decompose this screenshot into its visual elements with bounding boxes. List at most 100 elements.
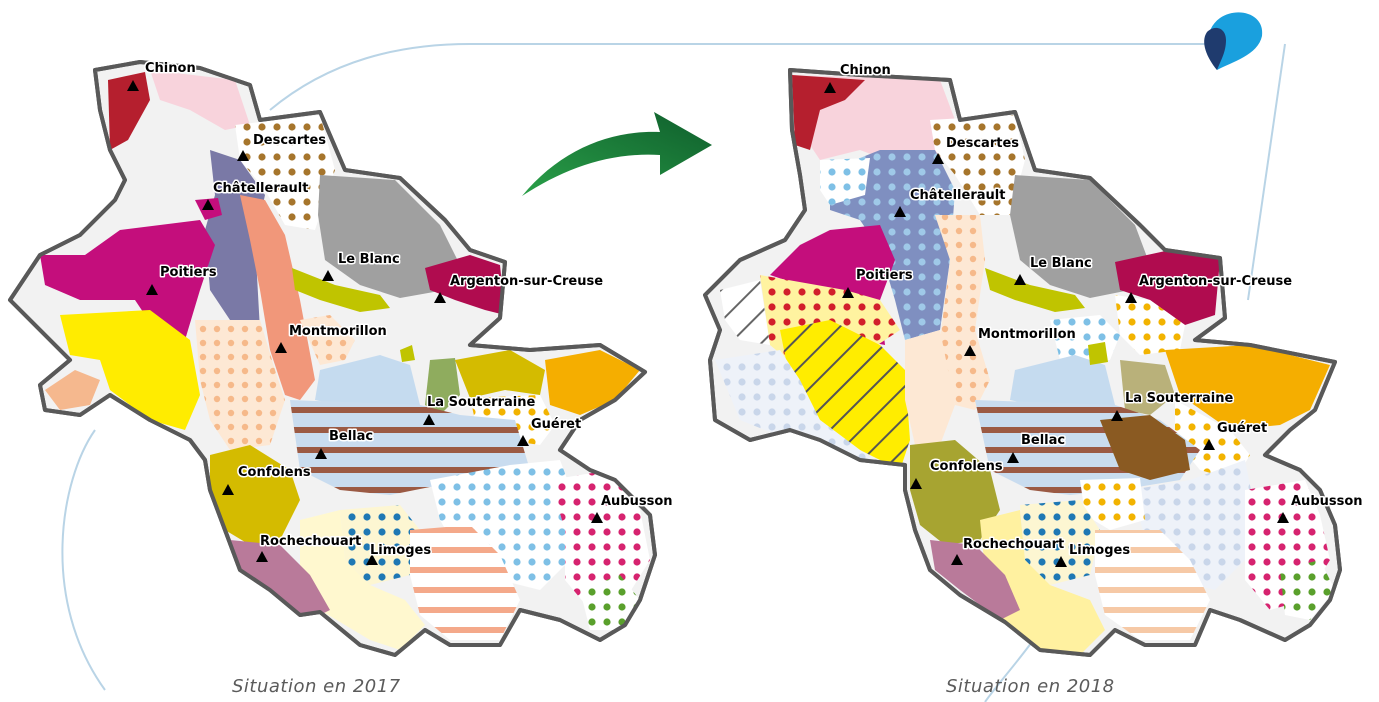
map-2018-city-label-bellac: Bellac	[1021, 433, 1065, 448]
map-2017-city-marker-poitiers	[146, 284, 158, 295]
zone	[1115, 250, 1220, 325]
zone	[318, 175, 460, 298]
zone	[830, 150, 955, 340]
zone	[792, 75, 865, 150]
zone	[40, 220, 215, 345]
map-2017-city-marker-le-blanc	[322, 270, 334, 281]
zone	[400, 345, 415, 362]
map-2017-city-marker-confolens	[222, 484, 234, 495]
zone	[205, 150, 265, 330]
map-2018-city-label-chatellerault: Châtellerault	[910, 188, 1005, 203]
zone	[108, 72, 150, 150]
map-2018-city-label-descartes: Descartes	[946, 136, 1019, 151]
map-2017-zones	[40, 70, 650, 650]
map-2017-city-label-aubusson: Aubusson	[601, 494, 673, 509]
map-2018-city-marker-le-blanc	[1014, 274, 1026, 285]
zone	[980, 510, 1105, 655]
zone	[150, 70, 250, 130]
map-2018-city-marker-confolens	[910, 478, 922, 489]
zone	[930, 115, 1025, 215]
zone	[910, 440, 1000, 545]
map-2017-city-label-confolens: Confolens	[238, 465, 311, 480]
map-2018-city-label-confolens: Confolens	[930, 459, 1003, 474]
zone	[300, 510, 425, 650]
map-2018-outline	[703, 68, 1342, 657]
caption-2018: Situation en 2018	[946, 676, 1115, 697]
zone	[580, 575, 640, 630]
zone	[1080, 478, 1145, 530]
map-2017-city-label-la-souterraine: La Souterraine	[427, 395, 535, 410]
map-2017-city-marker-rochechouart	[256, 551, 268, 562]
zone	[935, 215, 990, 410]
zone	[820, 158, 870, 205]
map-2018-city-label-chinon: Chinon	[840, 63, 891, 78]
map-2018-city-label-la-souterraine: La Souterraine	[1125, 391, 1233, 406]
zone	[720, 280, 770, 345]
caption-2017: Situation en 2017	[232, 676, 401, 697]
transition-arrow	[522, 112, 712, 196]
map-2017-city-label-limoges: Limoges	[370, 543, 431, 558]
zone	[715, 350, 890, 470]
zone	[1010, 175, 1150, 298]
zone	[210, 445, 300, 545]
map-2018-city-marker-bellac	[1007, 452, 1019, 463]
zone	[780, 320, 910, 470]
map-2018-city-label-poitiers: Poitiers	[856, 268, 913, 283]
zone	[455, 350, 545, 398]
map-2018-city-marker-chinon	[824, 82, 836, 93]
map-2017-city-marker-la-souterraine	[423, 414, 435, 425]
zone	[425, 358, 460, 415]
zone	[340, 505, 420, 585]
map-2017-city-label-gueret: Guéret	[531, 417, 581, 432]
map-2017-city-marker-chinon	[127, 80, 139, 91]
map-2017-city-label-argenton-sur-creuse: Argenton-sur-Creuse	[450, 274, 603, 289]
map-2017-outline	[8, 60, 657, 657]
map-2018-city-label-aubusson: Aubusson	[1291, 494, 1363, 509]
zone	[930, 540, 1020, 620]
zone	[550, 470, 650, 610]
map-2017-city-marker-gueret	[517, 435, 529, 446]
zone	[1280, 560, 1335, 620]
zone	[1088, 342, 1108, 365]
map-2018-city-marker-montmorillon	[964, 345, 976, 356]
map-2018-city-marker-rochechouart	[951, 554, 963, 565]
map-2018-city-label-gueret: Guéret	[1217, 421, 1267, 436]
zone	[235, 115, 335, 230]
zone	[1010, 355, 1115, 410]
zone	[315, 355, 420, 410]
zone	[1120, 360, 1175, 415]
zone	[985, 268, 1085, 312]
logo-icon	[1204, 12, 1263, 70]
zone	[300, 315, 355, 365]
zone	[1115, 295, 1185, 355]
zone	[1100, 415, 1190, 480]
map-2017-city-label-le-blanc: Le Blanc	[338, 252, 400, 267]
map-2018-city-marker-limoges	[1055, 556, 1067, 567]
zone	[410, 525, 520, 640]
zone	[1175, 400, 1250, 480]
zone	[240, 195, 315, 400]
map-2018-city-label-rochechouart: Rochechouart	[963, 537, 1064, 552]
map-2018-city-label-montmorillon: Montmorillon	[978, 327, 1076, 342]
map-2018-city-label-limoges: Limoges	[1069, 543, 1130, 558]
map-2017-city-label-rochechouart: Rochechouart	[260, 534, 361, 549]
map-2017-city-marker-limoges	[366, 554, 378, 565]
map-2017-city-label-bellac: Bellac	[329, 429, 373, 444]
map-2018-city-marker-la-souterraine	[1111, 410, 1123, 421]
zone	[1165, 345, 1330, 430]
map-2018-zones	[715, 75, 1335, 655]
map-2018-city-marker-chatellerault	[894, 206, 906, 217]
zone	[290, 400, 530, 495]
map-2017-city-label-poitiers: Poitiers	[160, 265, 217, 280]
map-2017-city-label-descartes: Descartes	[253, 133, 326, 148]
map-2018-city-marker-poitiers	[842, 287, 854, 298]
zone	[425, 255, 505, 315]
zone	[230, 540, 330, 620]
zone	[292, 268, 390, 312]
map-2017-city-label-montmorillon: Montmorillon	[289, 324, 387, 339]
zone	[60, 310, 200, 430]
